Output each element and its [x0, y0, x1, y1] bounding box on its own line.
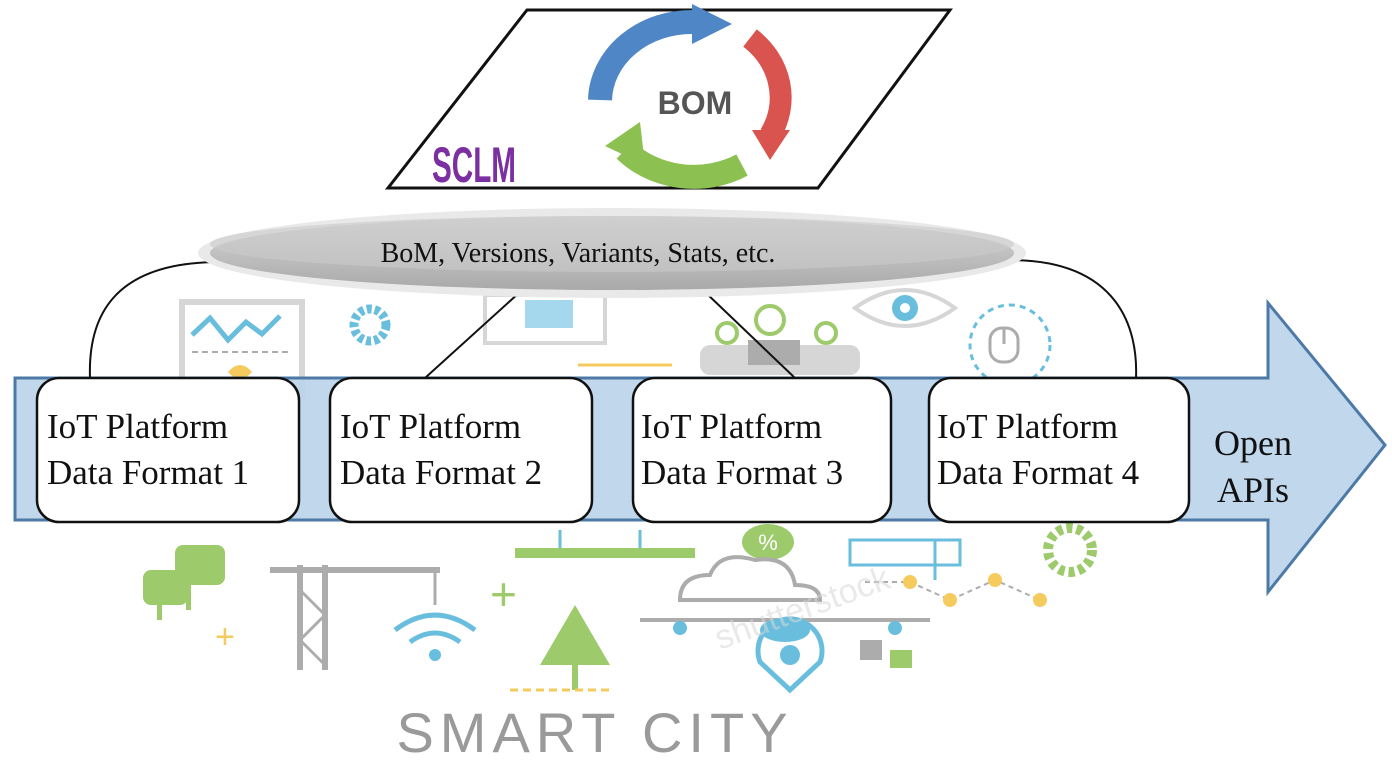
sclm-parallelogram	[384, 8, 953, 190]
platform-box-3: IoT Platform Data Format 3	[631, 376, 893, 524]
open-apis-label-line2: APIs	[1217, 470, 1289, 510]
wind-turbine-icon	[515, 530, 695, 558]
cycle-bom-text: BOM	[658, 85, 733, 121]
cloud-icon	[677, 555, 823, 602]
chip-icon	[483, 293, 607, 345]
screen-blocks-icon	[860, 640, 912, 668]
svg-text:%: %	[758, 530, 778, 555]
eye-icon	[851, 288, 959, 328]
sclm-logo: SCLM BOM	[384, 4, 953, 193]
crane-icon	[270, 565, 440, 670]
connector-lines	[88, 259, 1138, 379]
cycle-arrowhead-blue	[692, 4, 732, 44]
platform-1-line2: Data Format 1	[47, 453, 249, 492]
platform-2-line2: Data Format 2	[340, 453, 542, 492]
sclm-brand-text: SCLM	[432, 137, 516, 193]
platform-4-line1: IoT Platform	[937, 407, 1118, 446]
repository-label: BoM, Versions, Variants, Stats, etc.	[381, 238, 776, 269]
tree-icon	[510, 605, 610, 692]
platform-1-line1: IoT Platform	[47, 407, 228, 446]
platform-4-line2: Data Format 4	[937, 453, 1139, 492]
cycle-arrow-red	[742, 29, 792, 141]
platform-2-line1: IoT Platform	[340, 407, 521, 446]
smart-city-illustration: + + %	[143, 288, 1097, 694]
platform-box-2: IoT Platform Data Format 2	[328, 376, 594, 524]
gear-icon	[349, 304, 391, 346]
open-apis-label-line1: Open	[1214, 423, 1292, 463]
platform-box-4: IoT Platform Data Format 4	[927, 376, 1191, 524]
traffic-light-icon	[143, 545, 225, 620]
gear-green-icon	[1043, 523, 1097, 577]
platform-3-line1: IoT Platform	[641, 407, 822, 446]
people-network-icon	[700, 304, 860, 375]
plus-icon: +	[215, 618, 235, 656]
cycle-arrowhead-green	[605, 122, 645, 165]
platform-box-1: IoT Platform Data Format 1	[35, 376, 301, 524]
document-icon	[848, 538, 962, 580]
smart-city-caption: SMART CITY	[396, 701, 793, 760]
network-dots-icon	[865, 573, 1047, 607]
percent-icon: %	[742, 524, 794, 560]
connector-platform-3	[704, 291, 796, 379]
plus-green-icon: +	[490, 568, 517, 620]
connector-platform-4	[1009, 259, 1138, 379]
connector-platform-1	[88, 261, 221, 379]
wifi-icon	[393, 612, 477, 661]
location-pin-icon	[755, 616, 825, 694]
repository-ellipse	[198, 208, 1026, 298]
cycle-arrowhead-red	[752, 130, 790, 160]
connector-platform-2	[424, 291, 521, 379]
mouse-icon	[968, 303, 1052, 387]
cycle-arrow-blue	[588, 9, 696, 101]
platform-3-line2: Data Format 3	[641, 453, 843, 492]
